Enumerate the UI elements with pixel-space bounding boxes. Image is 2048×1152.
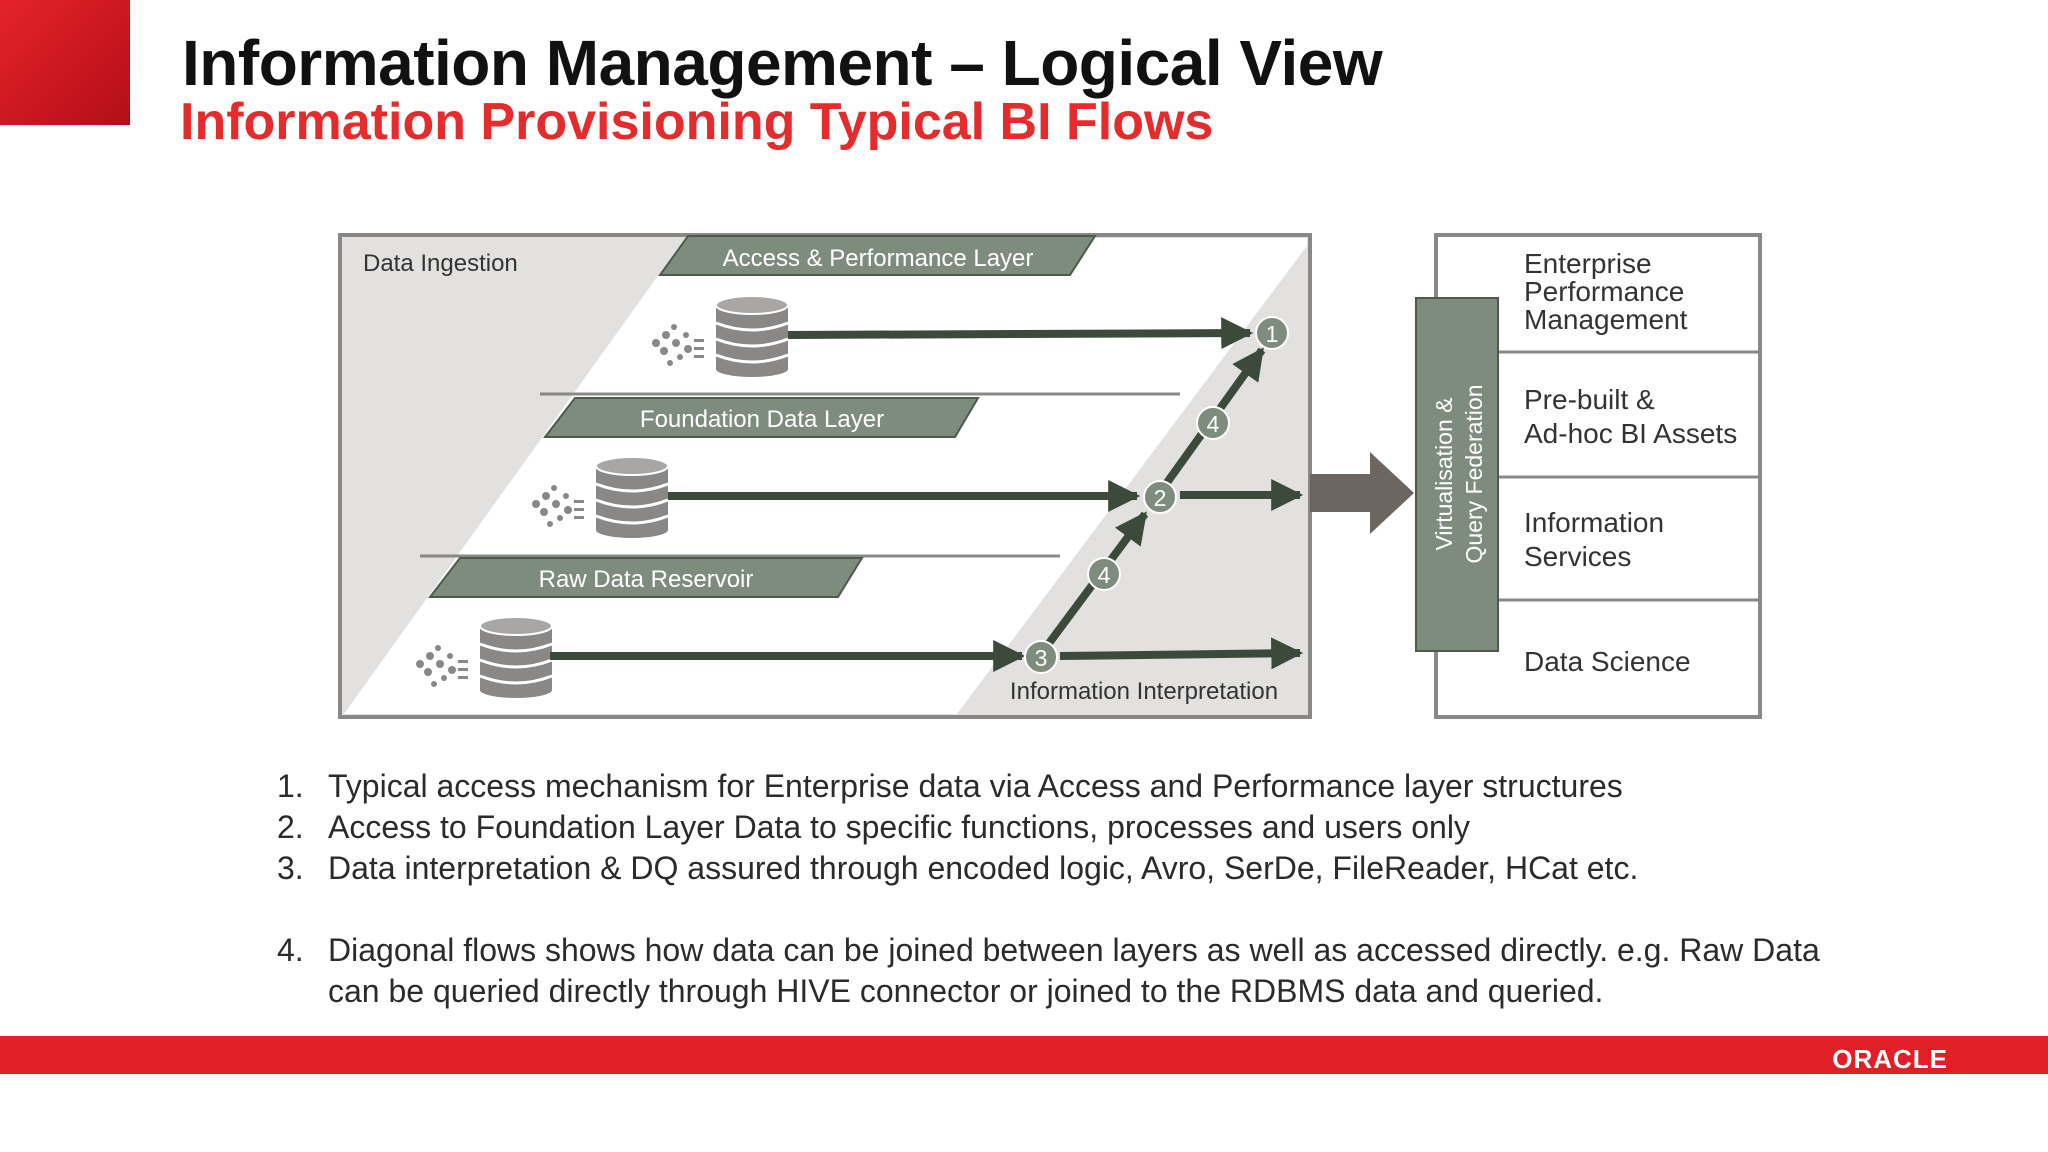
data-ingestion-label: Data Ingestion	[363, 250, 518, 277]
note-item: 3. Data interpretation & DQ assured thro…	[270, 848, 1990, 889]
consumer-epm-line2: Performance	[1524, 276, 1684, 307]
database-icon	[416, 616, 553, 698]
note-text: Access to Foundation Layer Data to speci…	[328, 809, 1470, 845]
flow-marker-1: 1	[1255, 316, 1289, 350]
flow-arrows	[550, 317, 1304, 672]
notes-list: 1. Typical access mechanism for Enterpri…	[270, 766, 1990, 1012]
note-number: 4.	[277, 932, 304, 968]
access-layer-label: Access & Performance Layer	[723, 245, 1034, 272]
svg-text:4: 4	[1207, 411, 1220, 437]
note-item: 1. Typical access mechanism for Enterpri…	[270, 766, 1990, 807]
corner-accent	[0, 0, 130, 125]
information-interpretation-label: Information Interpretation	[1010, 678, 1278, 705]
svg-text:1: 1	[1266, 321, 1279, 347]
virtualisation-bar	[1415, 297, 1499, 652]
page-subtitle: Information Provisioning Typical BI Flow…	[180, 93, 1214, 151]
svg-text:2: 2	[1154, 485, 1167, 511]
note-text: can be queried directly through HIVE con…	[328, 973, 1604, 1009]
raw-data-label: Raw Data Reservoir	[539, 566, 754, 593]
database-icon	[532, 456, 669, 538]
consumer-epm-line3: Management	[1524, 304, 1688, 335]
svg-text:3: 3	[1035, 645, 1048, 671]
note-text: Typical access mechanism for Enterprise …	[328, 768, 1623, 804]
flow-marker-3: 3	[1024, 640, 1058, 674]
consumer-epm-line1: Enterprise	[1524, 248, 1652, 279]
database-icon	[652, 295, 789, 377]
virtualisation-label-line1: Virtualisation &	[1431, 398, 1457, 551]
foundation-layer-band	[542, 397, 980, 438]
note-item: 2. Access to Foundation Layer Data to sp…	[270, 807, 1990, 848]
note-text: Data interpretation & DQ assured through…	[328, 850, 1639, 886]
consumer-info-line2: Services	[1524, 541, 1631, 572]
virtualisation-label-line2: Query Federation	[1461, 385, 1487, 564]
raw-data-band	[427, 557, 864, 598]
flow-marker-2: 2	[1143, 480, 1177, 514]
access-layer-band	[658, 235, 1097, 276]
note-text: Diagonal flows shows how data can be joi…	[328, 932, 1820, 968]
consumer-info-line1: Information	[1524, 507, 1664, 538]
page-title: Information Management – Logical View	[182, 27, 1383, 99]
flow-marker-4-lower: 4	[1087, 557, 1121, 591]
big-arrow-icon	[1310, 452, 1414, 534]
oracle-logo: ORACLE	[1832, 1044, 1948, 1074]
consumer-data-science: Data Science	[1524, 646, 1691, 677]
note-number: 3.	[277, 850, 304, 886]
note-item: 4. Diagonal flows shows how data can be …	[270, 930, 1990, 1012]
foundation-layer-label: Foundation Data Layer	[640, 406, 884, 433]
consumer-bi-line1: Pre-built &	[1524, 384, 1655, 415]
footer-bar: ORACLE	[0, 1036, 2048, 1074]
note-number: 2.	[277, 809, 304, 845]
consumer-bi-line2: Ad-hoc BI Assets	[1524, 418, 1737, 449]
note-number: 1.	[277, 768, 304, 804]
svg-text:4: 4	[1098, 562, 1111, 588]
flow-marker-4-upper: 4	[1196, 406, 1230, 440]
